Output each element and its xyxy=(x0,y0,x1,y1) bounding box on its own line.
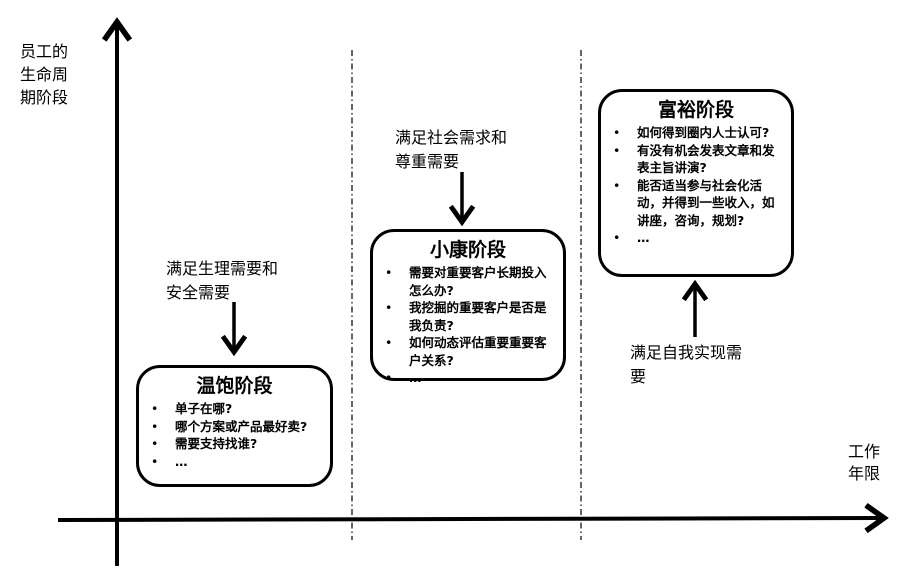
stage-item: • 哪个方案或产品最好卖? xyxy=(149,418,322,436)
stage-item: •… xyxy=(149,453,322,471)
bullet-icon: • xyxy=(613,142,621,158)
stage-item: • 如何动态评估重要重要客户关系? xyxy=(383,334,555,369)
stage-item-text: 如何动态评估重要重要客户关系? xyxy=(409,335,547,368)
stage-title: 小康阶段 xyxy=(429,239,506,261)
stage-3-need: 满足自我实现需 要 xyxy=(630,341,742,389)
need-line: 尊重需要 xyxy=(395,152,460,171)
stage-1-need: 满足生理需要和 安全需要 xyxy=(166,257,278,305)
stage-item: •… xyxy=(383,369,555,387)
stage-item-text: 哪个方案或产品最好卖? xyxy=(175,418,308,434)
need-line: 安全需要 xyxy=(166,283,231,302)
bullet-icon: • xyxy=(613,177,621,193)
y-axis-label-line: 生命周 xyxy=(20,65,69,84)
stage-item: • 能否适当参与社会化活动，并得到一些收入，如讲座，咨询，规划? xyxy=(611,177,783,230)
need-line: 满足自我实现需 xyxy=(630,343,743,362)
stage-item-text: … xyxy=(637,230,650,245)
stage-item-list: •单子在哪? •哪个方案或产品最好卖? •需要支持找谁? •… xyxy=(139,400,330,470)
stage-item: • 有没有机会发表文章和发表主旨讲演? xyxy=(611,142,783,177)
bullet-icon: • xyxy=(613,230,621,245)
y-axis-label-line: 期阶段 xyxy=(20,88,69,107)
bullet-icon: • xyxy=(385,300,393,315)
stage-item: •… xyxy=(611,229,783,247)
x-axis xyxy=(57,502,889,534)
bullet-icon: • xyxy=(385,335,393,350)
stage-item-text: 单子在哪? xyxy=(175,401,233,416)
stage-item: • 需要支持找谁? xyxy=(149,435,322,453)
bullet-icon: • xyxy=(151,436,159,451)
stage-box-xiaokang: 小康阶段 • 需要对重要客户长期投入怎么办? • 我挖掘的重要客户是否是我负责? •… xyxy=(370,229,566,385)
stage-box-wenbao: 温饱阶段 •单子在哪? •哪个方案或产品最好卖? •需要支持找谁? •… xyxy=(136,365,333,487)
stage-item: • 如何得到圈内人士认可? xyxy=(611,124,783,142)
stage-item-text: 有没有机会发表文章和发表主旨讲演? xyxy=(637,142,775,176)
stage-title: 富裕阶段 xyxy=(657,99,734,121)
bullet-icon: • xyxy=(385,265,393,280)
stage-item-text: … xyxy=(409,370,422,385)
stage-item-text: 我挖掘的重要客户是否是我负责? xyxy=(409,300,547,333)
stage-item-text: 能否适当参与社会化活动，并得到一些收入，如讲座，咨询，规划? xyxy=(637,177,775,228)
stage-title: 温饱阶段 xyxy=(196,375,273,397)
stage-item-text: … xyxy=(175,453,188,469)
x-axis-label-line: 工作 xyxy=(848,442,881,461)
stage-item-list: • 如何得到圈内人士认可? • 有没有机会发表文章和发表主旨讲演? • 能否适当参与社… xyxy=(601,124,791,247)
stage-item-text: 需要支持找谁? xyxy=(175,436,258,451)
bullet-icon: • xyxy=(613,125,621,140)
bullet-icon: • xyxy=(385,370,393,385)
y-axis-label-line: 员工的 xyxy=(20,42,69,61)
x-axis-label-line: 年限 xyxy=(848,464,881,483)
bullet-icon: • xyxy=(151,418,159,434)
need-line: 满足社会需求和 xyxy=(395,128,508,147)
stage-2-need: 满足社会需求和 尊重需要 xyxy=(395,126,507,174)
stage-item-list: • 需要对重要客户长期投入怎么办? • 我挖掘的重要客户是否是我负责? • 如何动态评… xyxy=(373,264,563,387)
stage-item: • 我挖掘的重要客户是否是我负责? xyxy=(383,299,555,334)
x-axis-label: 工作 年限 xyxy=(848,441,880,485)
stage-item: • 单子在哪? xyxy=(149,400,322,418)
stage-box-fuyu: 富裕阶段 • 如何得到圈内人士认可? • 有没有机会发表文章和发表主旨讲演? • 能否… xyxy=(598,89,794,277)
stage-item-text: 如何得到圈内人士认可? xyxy=(637,125,770,140)
bullet-icon: • xyxy=(151,401,159,416)
y-axis-label: 员工的 生命周 期阶段 xyxy=(20,40,68,109)
need-line: 满足生理需要和 xyxy=(166,259,279,278)
stage-item-text: 需要对重要客户长期投入怎么办? xyxy=(409,265,547,298)
bullet-icon: • xyxy=(151,453,159,469)
need-line: 要 xyxy=(630,367,647,386)
stage-item: • 需要对重要客户长期投入怎么办? xyxy=(383,264,555,299)
